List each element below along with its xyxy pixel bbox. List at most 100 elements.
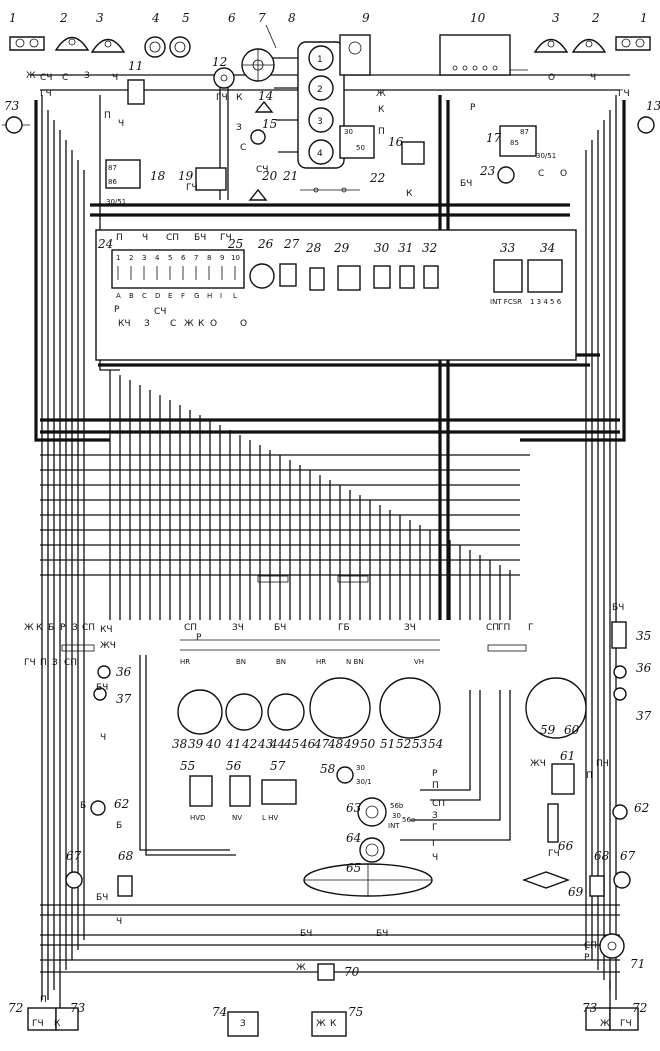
cyl-3: 3 xyxy=(317,117,323,127)
label-32: 32 xyxy=(422,241,437,255)
label-47: 47 xyxy=(313,737,330,751)
label-67: 67 xyxy=(66,849,82,863)
harness-center xyxy=(40,353,620,620)
component-5: 5 xyxy=(169,11,191,58)
fuse-wire-bot-9: О xyxy=(240,319,247,329)
gauge-pin-nbn: N BN xyxy=(346,658,364,666)
component-68-left: 68 xyxy=(117,849,134,897)
wire-code: ГЧ xyxy=(24,658,36,668)
wire-code: БЧ xyxy=(460,179,472,189)
wire-code: П xyxy=(586,771,593,781)
component-73-bottom-right: 73 xyxy=(582,1001,611,1031)
label-73-bottom: 73 xyxy=(70,1001,86,1015)
fuse-letter-D: D xyxy=(155,292,160,300)
wire-code: ПЧ xyxy=(596,759,609,769)
harness-left xyxy=(34,95,110,1000)
component-2-left: 2 xyxy=(54,11,90,51)
component-62-left: 62 xyxy=(90,797,129,816)
fuse-letter-I: I xyxy=(220,292,222,300)
label-48: 48 xyxy=(327,737,344,751)
label-31: 31 xyxy=(398,241,413,255)
fuse-letter-H: H xyxy=(207,292,212,300)
label-15: 15 xyxy=(262,117,277,131)
component-61: 61 xyxy=(551,749,575,795)
pin-3051-18: 30/51 xyxy=(106,198,126,206)
label-54: 54 xyxy=(428,737,443,751)
component-71: 71 xyxy=(599,933,645,971)
wire-code: ГЧ xyxy=(548,849,560,859)
label-14: 14 xyxy=(258,89,273,103)
fuse-num-4: 4 xyxy=(155,254,160,262)
label-1-right: 1 xyxy=(640,11,648,25)
component-27: 27 xyxy=(279,237,300,287)
label-43: 43 xyxy=(257,737,274,751)
wire-code: БЧ xyxy=(96,683,108,693)
label-12: 12 xyxy=(212,55,227,69)
wire-code: З xyxy=(236,123,242,133)
gauge-cluster: HR BN BN HR N BN VH 38 39 40 41 42 43 44… xyxy=(172,658,587,751)
wire-code: БЧ xyxy=(300,929,312,939)
wire-code-labels: Ж ГЧ С СЧ З Ч П Ч ГЧ К З С СЧ ГЧ Ж К П К… xyxy=(24,71,632,1029)
wire-code: ГБ xyxy=(338,623,350,633)
label-40: 40 xyxy=(205,737,222,751)
label-60: 60 xyxy=(564,723,580,737)
pin-int: INT xyxy=(388,822,400,830)
component-34: 1 3 4 5 6 34 xyxy=(527,241,563,306)
component-62-right: 62 xyxy=(612,801,649,820)
wire-code: Г xyxy=(432,823,438,833)
label-72: 72 xyxy=(8,1001,23,1015)
component-15: 15 xyxy=(250,117,277,145)
component-68-right: 68 xyxy=(589,849,610,897)
component-30: 30 xyxy=(373,241,391,289)
wire-code: З xyxy=(52,658,58,668)
label-17: 17 xyxy=(486,131,502,145)
wire-code: ГЧ xyxy=(620,1019,632,1029)
wire-code: КЧ xyxy=(100,625,113,635)
wire-code: З xyxy=(432,811,438,821)
wire-code: Ж xyxy=(376,89,386,99)
pin-56b: 56b xyxy=(390,802,404,810)
wire-code: Ч xyxy=(118,119,124,129)
fuse-box: 24 25 1 2 3 4 5 6 7 8 9 10 A B C D E F G… xyxy=(95,229,577,361)
gauge-pin-bn-2: BN xyxy=(276,658,286,666)
label-50: 50 xyxy=(360,737,376,751)
pin-30i-58: 30/1 xyxy=(356,778,372,786)
wire-code: Ж xyxy=(26,71,36,81)
wire-code: СП xyxy=(184,623,197,633)
fuse-wire-top-3: СП xyxy=(166,233,179,243)
wire-code: ГЧ xyxy=(618,89,630,99)
label-61: 61 xyxy=(560,749,575,763)
wire-code: Ч xyxy=(112,73,118,83)
label-34: 34 xyxy=(540,241,555,255)
wire-code: С xyxy=(62,73,68,83)
fuse-wire-bot-6: Ж xyxy=(184,319,194,329)
label-6: 6 xyxy=(228,11,236,25)
wire-code: З xyxy=(240,1019,246,1029)
label-2: 2 xyxy=(59,11,68,25)
pin-87-17: 87 xyxy=(520,128,529,136)
label-49: 49 xyxy=(343,737,360,751)
component-66: 66 xyxy=(547,803,574,853)
wire-code: З xyxy=(72,623,78,633)
gauge-pin-hr-1: HR xyxy=(180,658,190,666)
wire-code: С xyxy=(538,169,544,179)
fuse-num-5: 5 xyxy=(168,254,172,262)
label-3-right: 3 xyxy=(552,11,560,25)
component-28: 28 xyxy=(305,241,325,291)
component-6-distributor: 6 xyxy=(228,11,275,82)
pin-86-18: 86 xyxy=(108,178,117,186)
pins-57: L HV xyxy=(262,814,278,822)
label-11: 11 xyxy=(128,59,143,73)
label-35: 35 xyxy=(636,629,651,643)
component-16: 16 xyxy=(388,135,425,165)
wire-code: Ч xyxy=(100,733,106,743)
label-63: 63 xyxy=(346,801,362,815)
component-29: 29 xyxy=(333,241,361,291)
wire-code: О xyxy=(560,169,567,179)
fuse-letter-F: F xyxy=(181,292,185,300)
fuse-letter-L: L xyxy=(233,292,237,300)
component-33: INT FCSR 33 xyxy=(490,241,523,306)
fuse-wire-bot-4: СЧ xyxy=(154,307,166,317)
label-69: 69 xyxy=(568,885,584,899)
wire-code: БЧ xyxy=(274,623,286,633)
